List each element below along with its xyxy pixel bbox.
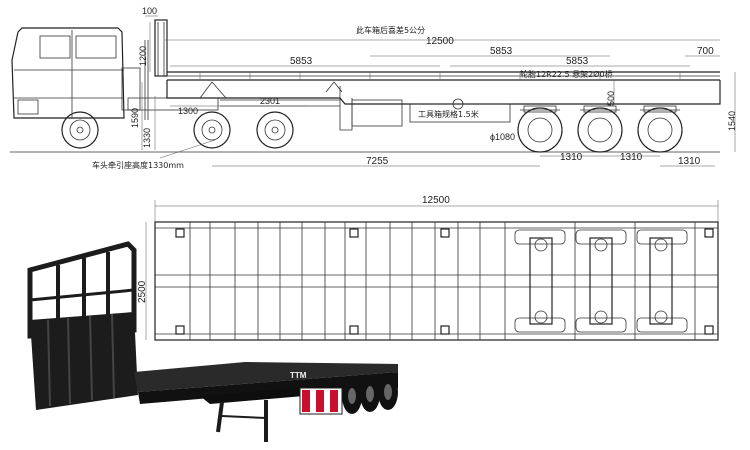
side-view: 100 1200 12500 5853 5853 5853 700 1300 2… <box>10 6 737 170</box>
truck-cab <box>11 27 219 120</box>
photo-deck <box>134 362 398 392</box>
dim-axle-spacing-1: 1310 <box>560 152 583 163</box>
dim-right-height: 1540 <box>727 111 737 131</box>
dim-kingpin-to-axle: 2301 <box>260 96 280 106</box>
top-view: 12500 2500 <box>137 195 719 341</box>
photo-brand-text: TTM <box>290 371 307 380</box>
dim-deck-seg2: 5853 <box>490 46 513 57</box>
side-dimension-lines <box>141 15 736 167</box>
dim-front-height: 100 <box>142 6 157 16</box>
trailer-photo: TTM <box>27 241 398 442</box>
headboard <box>154 19 168 77</box>
dim-center-height: 500 <box>606 91 616 106</box>
dim-left-height-2: 1330 <box>142 128 152 148</box>
photo-front-panel <box>30 312 138 410</box>
dim-kingpin-to-first-axle: 7255 <box>366 156 389 167</box>
trailer-wheels <box>517 105 683 153</box>
dim-overall-length: 12500 <box>426 36 454 47</box>
cross-members <box>189 222 696 340</box>
dim-rear-axle-to-end: 1310 <box>678 156 701 167</box>
note-toolbox: 工具箱规格1.5米 <box>418 109 479 119</box>
photo-trailer-wheels <box>342 374 398 414</box>
dim-kingpin-offset: 1300 <box>178 106 198 116</box>
trailer-deck <box>166 71 721 131</box>
axle-assemblies <box>514 229 688 333</box>
note-top: 此车箱后喜差5公分 <box>356 25 425 35</box>
dim-rear-overhang: 700 <box>697 46 714 57</box>
note-tire: 轮胎12R22.5 悬架2Ø0桥 <box>520 69 613 79</box>
stake-pockets <box>199 72 681 80</box>
dim-deck-seg3: 5853 <box>566 56 589 67</box>
tractor-wheels <box>61 111 294 149</box>
dim-left-height-1: 1590 <box>130 108 140 128</box>
dim-headboard: 1200 <box>138 46 148 66</box>
note-fifth-wheel: 车头牵引座高度1330mm <box>92 160 184 170</box>
top-dim-width: 2500 <box>137 280 148 303</box>
dim-tire-diameter: ϕ1080 <box>490 132 515 142</box>
photo-panel-stripes <box>47 313 115 407</box>
top-dim-overall-length: 12500 <box>422 195 450 206</box>
twistlocks <box>175 228 714 335</box>
dim-deck-seg1: 5853 <box>290 56 313 67</box>
dim-axle-spacing-2: 1310 <box>620 152 643 163</box>
photo-reflector <box>299 387 343 415</box>
photo-landing-gear <box>216 400 268 442</box>
